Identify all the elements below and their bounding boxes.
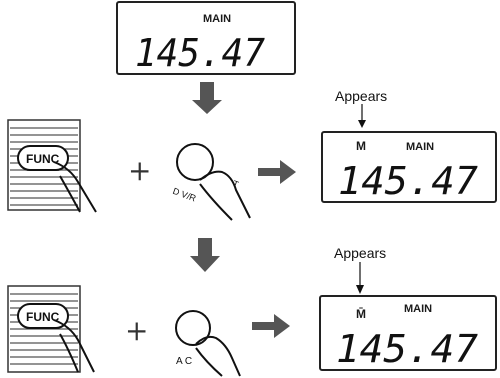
func-button-label: FUNC <box>26 152 60 166</box>
func-button-label: FUNC <box>26 310 60 324</box>
down-arrow-icon <box>190 238 220 272</box>
func-button-panel: FUNC <box>7 119 97 213</box>
down-arrow-icon <box>192 82 222 114</box>
lcd-main-label: MAIN <box>404 303 432 315</box>
lcd-value: 145.47 <box>338 159 478 203</box>
lcd-value: 145.47 <box>336 327 478 371</box>
finger-icon <box>195 335 241 377</box>
round-key-panel: D V/R T <box>171 143 251 221</box>
func-button[interactable] <box>17 303 69 329</box>
lcd-display-middle: M MAIN 145.47 <box>321 131 497 203</box>
key-label-ac: A C <box>176 356 192 367</box>
right-arrow-icon <box>252 314 290 338</box>
callout-appears: Appears <box>335 88 387 104</box>
key-label-t: T <box>231 178 240 189</box>
lcd-display-top: MAIN 145.47 <box>116 1 296 75</box>
key-label-dvr: D V/R <box>171 186 197 204</box>
right-arrow-icon <box>258 160 296 184</box>
round-key-panel: A C <box>175 310 241 377</box>
finger-icon <box>199 170 251 221</box>
lcd-main-label: MAIN <box>203 13 231 25</box>
finger-icon <box>53 319 95 373</box>
lcd-display-bottom: M̄ MAIN 145.47 <box>319 295 497 371</box>
plus-sign: + <box>128 154 151 187</box>
pointer-arrow-icon <box>356 262 364 294</box>
round-key[interactable] <box>175 310 211 346</box>
callout-appears: Appears <box>334 245 386 261</box>
finger-icon <box>53 161 97 213</box>
plus-sign: + <box>125 314 148 347</box>
lcd-value: 145.47 <box>135 31 265 75</box>
round-key[interactable] <box>176 143 214 181</box>
func-button[interactable] <box>17 145 69 171</box>
lcd-main-label: MAIN <box>406 141 434 153</box>
memory-indicator: M <box>356 139 366 153</box>
pointer-arrow-icon <box>358 104 366 128</box>
func-button-panel: FUNC <box>7 285 95 373</box>
memory-indicator: M̄ <box>356 307 366 321</box>
